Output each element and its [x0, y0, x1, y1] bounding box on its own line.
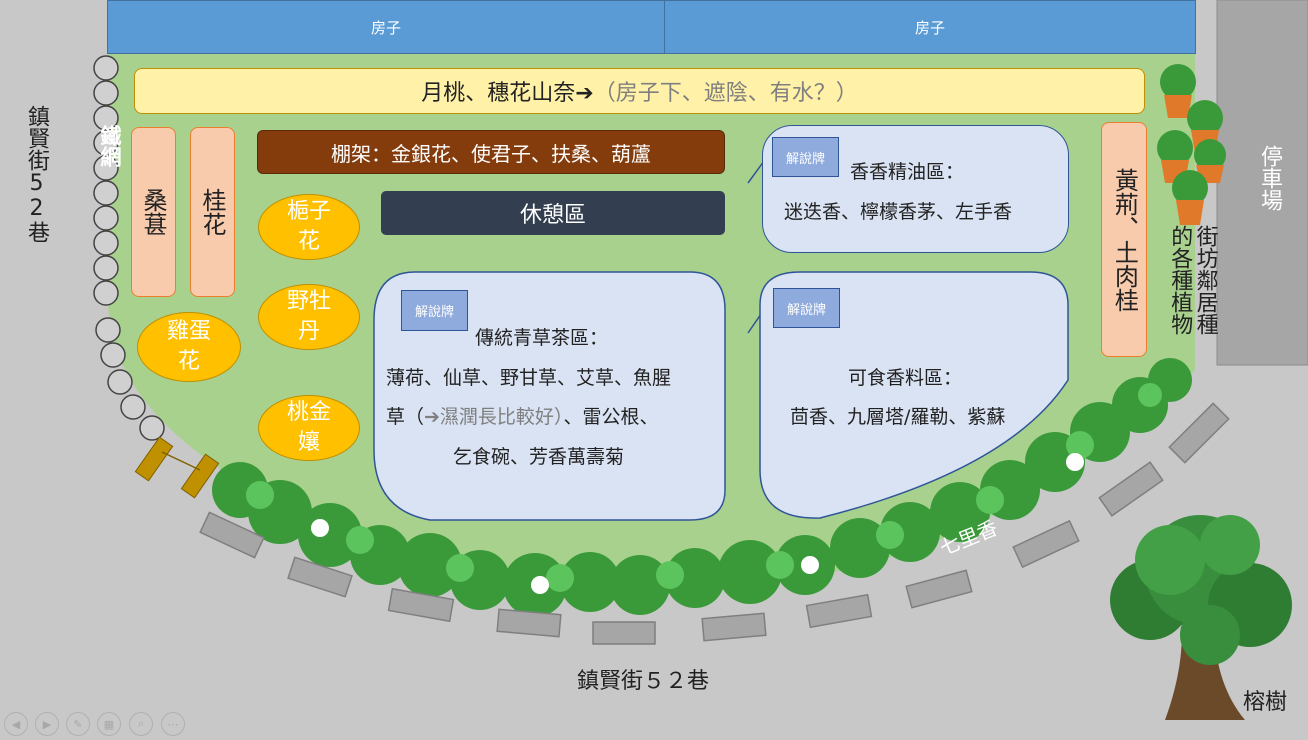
street-bottom-label: 鎮賢街５２巷 [577, 669, 710, 694]
gate-post-2 [180, 453, 220, 499]
vitex-cinnamon-label: 黃荊、土肉桂 [1110, 167, 1139, 312]
rest-area: 休憩區 [381, 191, 725, 235]
herbal-tea-sign: 解說牌 [401, 290, 468, 331]
egg-flower-oval: 雞蛋 花 [137, 312, 241, 382]
hedge-bushes [212, 358, 1192, 617]
house-label: 房子 [914, 18, 945, 37]
kumquat-oval: 桃金 孃 [258, 395, 360, 461]
shade-plants-note: （房子下、遮陰、有水？） [593, 81, 858, 106]
parking-label: 停車場 [1257, 145, 1282, 211]
egg-flower-label: 雞蛋 花 [166, 319, 211, 374]
peony-oval: 野牡 丹 [258, 284, 360, 350]
mulberry-strip: 桑葚 [131, 127, 176, 297]
shade-plants-bar: 月桃、穗花山奈➔ （房子下、遮陰、有水？） [134, 68, 1145, 114]
essential-oil-sign: 解說牌 [772, 137, 839, 177]
next-icon[interactable]: ▶ [35, 712, 59, 736]
herbal-tea-line1: 薄荷、仙草、野甘草、艾草、魚腥 [386, 367, 672, 389]
gardenia-oval: 梔子 花 [258, 194, 360, 260]
herbal-tea-zone-shape [373, 271, 726, 521]
house-left: 房子 [107, 0, 665, 54]
herbal-tea-line2-b: ➔濕潤長比較好） [424, 406, 564, 428]
gardenia-label: 梔子 花 [286, 199, 331, 254]
hedge-highlights [246, 383, 1162, 592]
herbal-tea-title: 傳統青草茶區： [475, 327, 609, 349]
house-label: 房子 [370, 18, 401, 37]
herbal-tea-line2-c: 、雷公根、 [563, 406, 659, 428]
banyan-label: 榕樹 [1243, 690, 1288, 715]
sign-label: 解說牌 [785, 151, 825, 167]
mulberry-label: 桑葚 [139, 188, 167, 236]
parking-lot [1216, 0, 1308, 366]
shade-plants-text: 月桃、穗花山奈➔ [421, 81, 594, 106]
neighbors-label: 街坊鄰居種的各種植物 [1167, 225, 1218, 335]
herbal-tea-line2-a: 草（ [386, 406, 425, 428]
curb-stones [199, 402, 1230, 645]
herbal-tea-line2: 草（➔濕潤長比較好）、雷公根、 [386, 397, 658, 437]
herbal-tea-line3: 乞食碗、芳香萬壽菊 [453, 446, 625, 468]
spice-items: 茴香、九層塔/羅勒、紫蘇 [790, 406, 1006, 428]
trellis-text: 棚架：金銀花、使君子、扶桑、葫蘆 [331, 141, 651, 166]
slides-icon[interactable]: ▦ [97, 712, 121, 736]
prev-icon[interactable]: ◀ [4, 712, 28, 736]
peony-label: 野牡 丹 [286, 289, 331, 344]
essential-oil-title: 香香精油區： [850, 161, 965, 183]
fence-label: 鐵網 [98, 125, 122, 167]
spice-sign: 解說牌 [773, 288, 840, 328]
rest-area-label: 休憩區 [519, 203, 586, 228]
vitex-cinnamon-strip: 黃荊、土肉桂 [1101, 122, 1147, 357]
sign-label: 解說牌 [414, 305, 454, 320]
spice-title: 可食香料區： [848, 367, 963, 389]
fence-posts [93, 55, 165, 441]
potted-plants [1157, 64, 1226, 225]
banyan-tree [1110, 515, 1292, 720]
osmanthus-label: 桂花 [198, 188, 226, 236]
street-left-label: 鎮賢街52巷 [24, 105, 49, 243]
osmanthus-strip: 桂花 [190, 127, 235, 297]
kumquat-label: 桃金 孃 [286, 400, 331, 455]
trellis-bar: 棚架：金銀花、使君子、扶桑、葫蘆 [257, 130, 725, 174]
house-right: 房子 [664, 0, 1196, 54]
essential-oil-items: 迷迭香、檸檬香茅、左手香 [784, 201, 1013, 223]
sign-label: 解說牌 [786, 302, 826, 318]
pen-icon[interactable]: ✎ [66, 712, 90, 736]
more-icon[interactable]: ⋯ [161, 712, 185, 736]
spice-zone-shape [759, 271, 1069, 519]
gate-post-1 [134, 436, 174, 482]
jasmine-flowers [311, 453, 1084, 594]
zoom-icon[interactable]: ⌕ [129, 712, 153, 736]
